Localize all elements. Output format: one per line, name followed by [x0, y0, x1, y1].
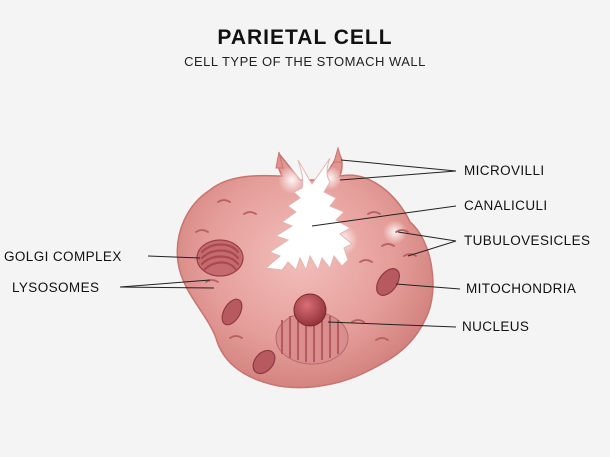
label-tubulovesicles: TUBULOVESICLES — [464, 233, 591, 248]
label-mitochondria: MITOCHONDRIA — [466, 281, 577, 296]
label-microvilli: MICROVILLI — [464, 163, 545, 178]
nucleus — [275, 293, 349, 365]
tubulovesicles — [195, 199, 417, 341]
mitochondria — [221, 268, 400, 375]
diagram-title: PARIETAL CELL — [217, 26, 393, 49]
label-nucleus: NUCLEUS — [462, 319, 530, 334]
microvilli — [275, 146, 343, 169]
label-lysosomes: LYSOSOMES — [12, 280, 100, 295]
label-golgi-complex: GOLGI COMPLEX — [4, 249, 122, 264]
leader-lines — [119, 159, 461, 328]
golgi-complex — [196, 239, 244, 277]
diagram-subtitle: CELL TYPE OF THE STOMACH WALL — [184, 54, 426, 69]
canaliculi-channel — [264, 157, 353, 272]
label-canaliculi: CANALICULI — [464, 198, 548, 213]
cell-body — [176, 150, 434, 389]
